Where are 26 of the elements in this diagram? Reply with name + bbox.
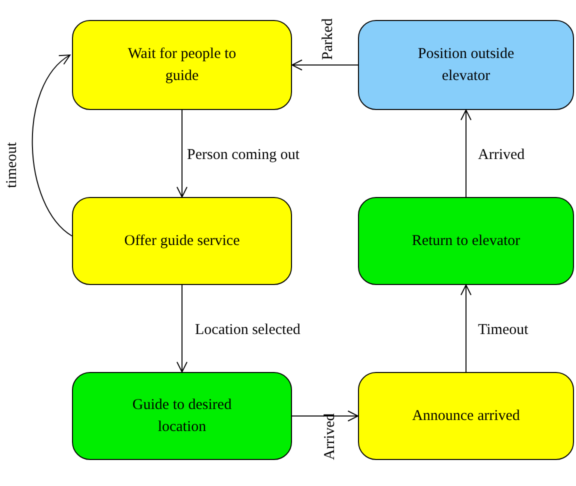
- state-label: Guide to desired location: [131, 396, 233, 437]
- state-label: Return to elevator: [412, 232, 520, 251]
- state-box: [358, 372, 574, 460]
- arrow: [292, 410, 358, 422]
- arrow: [32, 54, 72, 236]
- edge-label: Parked: [320, 18, 337, 60]
- edge-label: Arrived: [478, 147, 525, 164]
- state-box: [72, 372, 292, 460]
- arrow: [292, 60, 358, 70]
- arrow: [176, 110, 188, 198]
- state-box: [72, 197, 292, 285]
- arrow: [460, 284, 472, 372]
- arrow: [176, 284, 188, 372]
- state-label: Offer guide service: [124, 232, 240, 251]
- state-box: [358, 197, 574, 285]
- state-label: Announce arrived: [412, 406, 520, 426]
- state-label: Wait for people to guide: [126, 44, 238, 86]
- state-label: Position outside elevator: [416, 44, 516, 86]
- arrow: [460, 110, 472, 198]
- edge-label: Person coming out: [187, 147, 300, 164]
- edge-label: Location selected: [195, 322, 300, 339]
- state-box: [358, 20, 574, 110]
- edge-label: Arrived: [322, 413, 339, 460]
- edge-label: Timeout: [478, 322, 528, 339]
- edge-label: timeout: [4, 142, 21, 188]
- state-box: [72, 20, 292, 110]
